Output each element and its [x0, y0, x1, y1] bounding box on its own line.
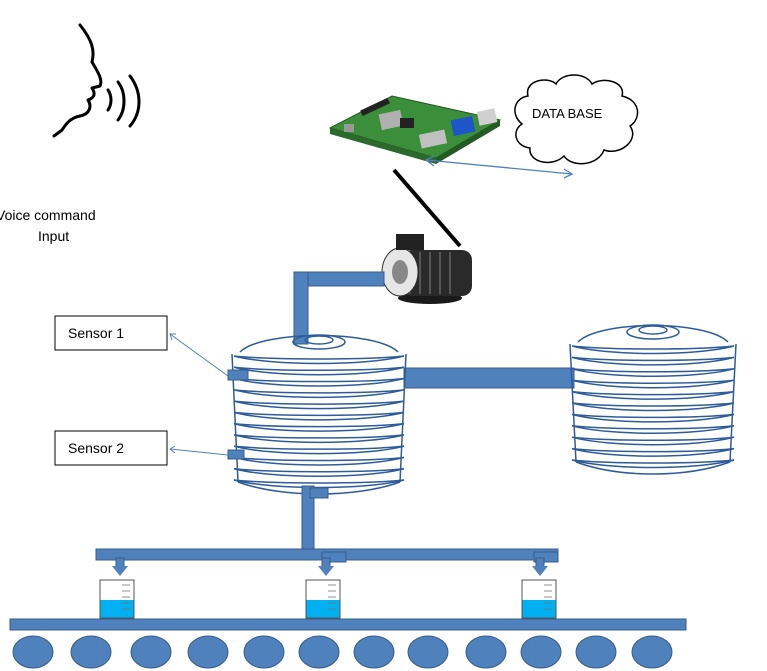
tank-rib — [233, 434, 405, 444]
tank-rib — [233, 467, 405, 477]
conveyor-roller — [70, 635, 112, 669]
motor-cable — [392, 168, 462, 248]
tank-rib — [571, 390, 735, 400]
database-label: DATA BASE — [532, 106, 603, 121]
beaker-water — [100, 600, 134, 618]
conveyor-roller — [407, 635, 449, 669]
tank-hatch-inner — [304, 335, 334, 345]
inlet-pipe — [293, 271, 385, 345]
tank-hatch — [626, 324, 680, 340]
conveyor-roller — [631, 635, 673, 669]
tank-rib — [571, 436, 735, 446]
tank-rib — [571, 356, 735, 366]
beaker-glass — [99, 579, 135, 619]
pump-motor-icon — [381, 234, 472, 304]
tank-rib — [233, 479, 405, 489]
sensor-2-probe — [227, 449, 245, 460]
sensor-1-arrow — [169, 333, 229, 377]
tank-rib — [233, 445, 405, 455]
voice-command-label: Voice command — [0, 207, 96, 223]
conveyor-roller — [12, 635, 54, 669]
beaker-glass — [305, 579, 341, 619]
tank-rib — [233, 422, 405, 432]
sensor-1-box — [54, 315, 168, 351]
water-tank-2 — [569, 324, 737, 475]
conveyor-roller — [130, 635, 172, 669]
tank-rib — [233, 377, 405, 387]
tank-rib — [571, 447, 735, 457]
tank-hatch — [292, 334, 346, 350]
conveyor-roller — [298, 635, 340, 669]
raspberry-pi-board-icon — [328, 95, 502, 164]
conveyor-belt — [9, 618, 687, 631]
tank-rib — [571, 425, 735, 435]
tank-rib — [233, 456, 405, 466]
tank-rib — [233, 355, 405, 365]
tank-side — [399, 353, 407, 483]
drip-arrows — [112, 566, 548, 576]
tank-connector-pipe — [403, 367, 575, 389]
conveyor-roller — [465, 635, 507, 669]
sensor-2-label: Sensor 2 — [68, 440, 124, 456]
sensor-1-label: Sensor 1 — [68, 325, 124, 341]
beaker-water — [522, 600, 556, 618]
water-tank-1 — [231, 334, 407, 495]
beaker-water — [306, 600, 340, 618]
tank-rib — [233, 411, 405, 421]
tank-rib — [233, 389, 405, 399]
tank-rib — [571, 345, 735, 355]
tank-rib — [233, 366, 405, 376]
tank-rib — [571, 413, 735, 423]
beaker-1 — [99, 579, 135, 619]
tank-rib — [571, 379, 735, 389]
beaker-3 — [521, 579, 557, 619]
conveyor-roller — [575, 635, 617, 669]
database-cloud-icon — [514, 74, 639, 165]
beaker-2 — [305, 579, 341, 619]
conveyor-roller — [353, 635, 395, 669]
tank-hatch-inner — [638, 325, 668, 335]
sensor-2-arrow — [169, 448, 229, 456]
conveyor-roller — [187, 635, 229, 669]
sensor-2-box — [54, 430, 168, 466]
tank-base — [575, 461, 731, 475]
distribution-pipe — [95, 485, 559, 569]
tank-rib — [571, 459, 735, 469]
beaker-glass — [521, 579, 557, 619]
conveyor-roller — [243, 635, 285, 669]
tank-rib — [571, 368, 735, 378]
tank-rib — [571, 402, 735, 412]
voice-input-label: Input — [38, 228, 69, 244]
voice-speaker-icon — [52, 23, 141, 138]
sensor-1-probe — [227, 369, 249, 381]
data-link-arrow — [424, 155, 574, 179]
conveyor-roller — [520, 635, 562, 669]
tank-rib — [233, 400, 405, 410]
